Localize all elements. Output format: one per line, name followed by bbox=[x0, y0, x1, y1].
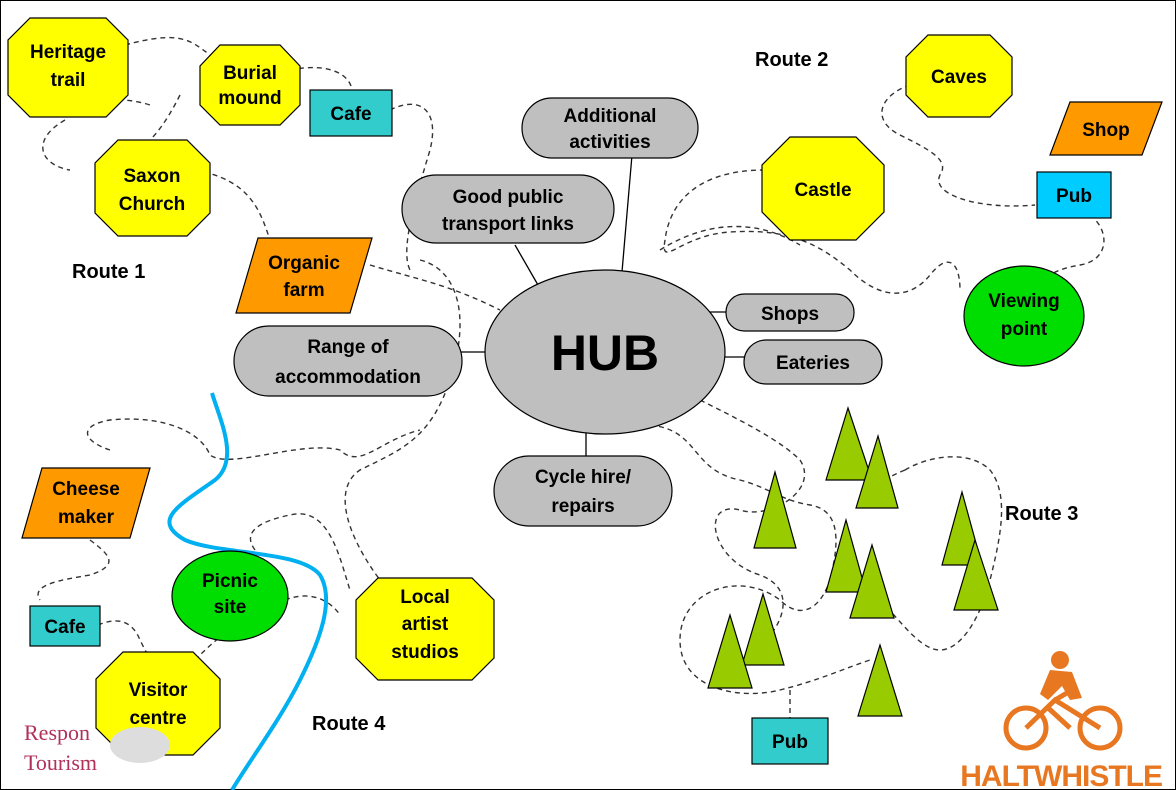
saxon-church: Saxon Church bbox=[94, 139, 211, 237]
svg-text:Burial: Burial bbox=[223, 63, 277, 84]
svg-text:Viewing: Viewing bbox=[988, 291, 1059, 312]
svg-text:artist: artist bbox=[402, 614, 449, 635]
hub-label: HUB bbox=[551, 325, 659, 381]
pub-route3: Pub bbox=[751, 717, 829, 765]
svg-text:Local: Local bbox=[400, 587, 450, 608]
route-1-label: Route 1 bbox=[72, 261, 145, 283]
svg-text:Shops: Shops bbox=[761, 304, 819, 325]
tree bbox=[953, 537, 999, 611]
picnic-site: Picnic site bbox=[171, 550, 289, 642]
feature-additional-activities: Additional activities bbox=[521, 97, 699, 159]
forest-trees bbox=[707, 406, 999, 717]
svg-text:Pub: Pub bbox=[772, 732, 808, 753]
svg-text:transport links: transport links bbox=[442, 214, 574, 235]
tree bbox=[707, 612, 753, 689]
svg-text:Organic: Organic bbox=[268, 253, 340, 274]
svg-text:Picnic: Picnic bbox=[202, 571, 258, 592]
tree bbox=[857, 642, 903, 717]
local-artist-studios: Local artist studios bbox=[355, 577, 495, 681]
feature-shops: Shops bbox=[725, 293, 855, 332]
responsible-tourism-logo: Respon Tourism bbox=[24, 720, 170, 775]
tree bbox=[849, 542, 895, 619]
shop: Shop bbox=[1049, 101, 1163, 156]
svg-text:Heritage: Heritage bbox=[30, 42, 106, 63]
feature-public-transport: Good public transport links bbox=[401, 174, 615, 244]
route-4-label: Route 4 bbox=[312, 713, 386, 735]
pub-route2: Pub bbox=[1036, 171, 1112, 219]
svg-text:Eateries: Eateries bbox=[776, 353, 850, 374]
tree bbox=[825, 517, 867, 593]
tree bbox=[855, 433, 899, 509]
tree bbox=[753, 469, 797, 549]
tree bbox=[825, 406, 873, 481]
svg-text:mound: mound bbox=[218, 88, 281, 109]
svg-text:farm: farm bbox=[283, 280, 324, 301]
hub: HUB bbox=[484, 269, 726, 435]
svg-text:activities: activities bbox=[569, 132, 650, 153]
tree bbox=[941, 489, 983, 566]
dashed-routes bbox=[37, 37, 1105, 720]
route-3-label: Route 3 bbox=[1005, 503, 1078, 525]
feature-eateries: Eateries bbox=[743, 339, 883, 385]
svg-text:Cafe: Cafe bbox=[44, 617, 85, 638]
route1-path bbox=[42, 37, 501, 311]
svg-text:point: point bbox=[1001, 319, 1048, 340]
svg-text:Cheese: Cheese bbox=[52, 479, 120, 500]
svg-text:Additional: Additional bbox=[564, 106, 657, 127]
castle: Castle bbox=[761, 136, 885, 241]
feature-cycle-hire: Cycle hire/ repairs bbox=[493, 455, 673, 527]
svg-text:accommodation: accommodation bbox=[275, 367, 421, 388]
svg-text:centre: centre bbox=[129, 708, 186, 729]
viewing-point: Viewing point bbox=[963, 265, 1085, 367]
svg-text:trail: trail bbox=[51, 70, 86, 91]
cheese-maker: Cheese maker bbox=[21, 467, 151, 539]
svg-text:Shop: Shop bbox=[1082, 120, 1130, 141]
route-2-label: Route 2 bbox=[755, 49, 828, 71]
heritage-trail: Heritage trail bbox=[7, 17, 129, 118]
haltwhistle-text: HALTWHISTLE bbox=[960, 760, 1162, 790]
cafe-route4: Cafe bbox=[29, 605, 101, 647]
svg-text:Respon: Respon bbox=[24, 720, 90, 745]
svg-text:maker: maker bbox=[58, 507, 115, 528]
svg-text:Pub: Pub bbox=[1056, 186, 1092, 207]
haltwhistle-logo: HALTWHISTLE bbox=[960, 651, 1163, 790]
river bbox=[167, 392, 329, 790]
svg-text:Tourism: Tourism bbox=[24, 750, 97, 775]
svg-text:Good public: Good public bbox=[453, 187, 564, 208]
svg-text:Cycle hire/: Cycle hire/ bbox=[535, 467, 632, 488]
svg-text:Visitor: Visitor bbox=[129, 680, 188, 701]
svg-text:repairs: repairs bbox=[551, 496, 614, 517]
organic-farm: Organic farm bbox=[235, 237, 373, 314]
svg-text:studios: studios bbox=[391, 642, 459, 663]
caves: Caves bbox=[905, 34, 1013, 118]
svg-text:Cafe: Cafe bbox=[330, 104, 371, 125]
svg-text:Saxon: Saxon bbox=[123, 166, 180, 187]
svg-text:Caves: Caves bbox=[931, 67, 987, 88]
route4-path bbox=[37, 259, 461, 674]
cyclist-icon bbox=[1003, 687, 1123, 751]
route3-path bbox=[649, 399, 1003, 720]
svg-text:Castle: Castle bbox=[794, 180, 851, 201]
feature-accommodation: Range of accommodation bbox=[233, 325, 463, 397]
burial-mound: Burial mound bbox=[199, 44, 301, 126]
cyclist-figure bbox=[1040, 651, 1082, 700]
cafe-route1: Cafe bbox=[309, 89, 393, 137]
svg-text:site: site bbox=[214, 597, 247, 618]
svg-text:Range of: Range of bbox=[307, 337, 389, 358]
svg-text:Church: Church bbox=[119, 194, 186, 215]
tree bbox=[741, 591, 785, 666]
route2-path bbox=[659, 84, 1105, 294]
